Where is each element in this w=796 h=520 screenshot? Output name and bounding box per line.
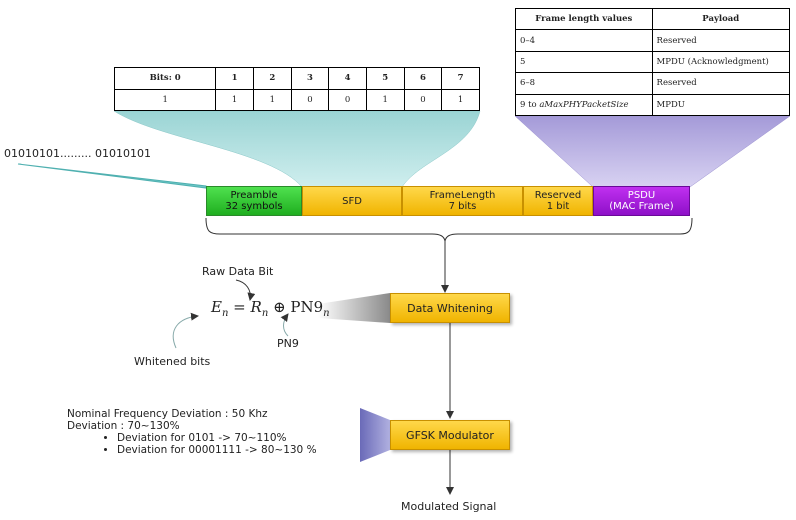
raw-bit-pointer [235,279,256,301]
bits-value-cell: 1 [215,88,254,111]
payload-value: MPDU (Acknowledgment) [651,50,791,74]
bits-header-cell: 1 [215,67,254,90]
frame-field-reserved: Reserved 1 bit [523,186,593,216]
frame-length-value: 0–4 [515,29,653,52]
bits-value-cell: 0 [290,88,330,111]
field-label: PSDU [627,190,656,201]
bits-value-cell: 0 [328,88,367,111]
frame-length-constant: aMaxPHYPacketSize [539,99,629,110]
bits-value-cell: 1 [441,88,480,111]
deviation-bullets: Deviation for 0101 -> 70~110% Deviation … [67,432,317,456]
bits-header-cell: Bits: 0 [113,67,217,90]
bits-header-cell: 6 [403,67,443,90]
bits-value-cell: 1 [252,88,292,111]
whitened-pointer [172,312,199,349]
frame-table-header: Payload [651,7,791,31]
preamble-bit-pattern: 01010101......... 01010101 [4,147,151,160]
bits-header-cell: 5 [365,67,405,90]
frame-callout-fan [514,115,791,188]
bits-value-row: 1 1 1 0 0 1 0 1 [113,88,480,111]
formula-lhs: E [211,298,222,316]
modulation-notes: Nominal Frequency Deviation : 50 Khz Dev… [67,408,317,456]
frame-table-row: 5 MPDU (Acknowledgment) [515,50,791,74]
frame-table-header-row: Frame length values Payload [515,7,791,31]
pn9-pointer [280,313,289,337]
frame-length-table: Frame length values Payload 0–4 Reserved… [515,7,791,117]
frame-length-value: 5 [515,50,653,74]
bits-header-cell: 7 [441,67,480,90]
gfsk-modulator-block: GFSK Modulator [390,420,510,450]
frame-field-framelength: FrameLength 7 bits [402,186,523,216]
formula-raw: R [250,298,262,316]
bits-value-cell: 1 [113,88,217,111]
deviation-range-note: Deviation : 70~130% [67,420,180,432]
frame-field-preamble: Preamble 32 symbols [206,186,302,216]
deviation-bullet: Deviation for 0101 -> 70~110% [117,432,317,444]
field-label: FrameLength [429,190,496,201]
whitened-bits-label: Whitened bits [134,355,211,368]
frame-table-row: 9 to aMaxPHYPacketSize MPDU [515,93,791,117]
payload-value: Reserved [651,72,791,95]
frame-field-psdu: PSDU (MAC Frame) [593,186,690,216]
frame-length-prefix: 9 to [520,99,540,110]
formula-pn9: PN9 [290,298,324,316]
bits-callout-fan [113,110,481,188]
field-label: SFD [342,195,362,207]
bits-header-cell: 4 [328,67,367,90]
formula-lhs-sub: n [221,308,229,319]
frame-table-row: 6–8 Reserved [515,72,791,95]
payload-value: Reserved [651,29,791,52]
frame-length-value: 6–8 [515,72,653,95]
formula-raw-sub: n [261,308,269,319]
frame-table-row: 0–4 Reserved [515,29,791,52]
bits-value-cell: 0 [403,88,443,111]
pn9-label: PN9 [277,337,299,350]
field-sublabel: 1 bit [546,201,570,212]
modulator-wedge [360,408,390,462]
raw-data-bit-label: Raw Data Bit [202,265,274,278]
formula-xor-operator: ⊕ [273,298,286,316]
deviation-bullet: Deviation for 00001111 -> 80~130 % [117,444,317,456]
data-whitening-block: Data Whitening [390,293,510,323]
whitening-wedge [318,293,390,323]
bits-header-row: Bits: 0 1 2 3 4 5 6 7 [113,67,480,90]
field-label: Preamble [230,190,278,201]
field-sublabel: 7 bits [448,201,477,212]
nominal-deviation-note: Nominal Frequency Deviation : 50 Khz [67,408,268,420]
frame-table-header: Frame length values [515,7,653,31]
whitening-formula: En = Rn ⊕ PN9n [211,298,330,319]
field-label: Reserved [534,190,582,201]
frame-brace [205,217,693,242]
payload-value: MPDU [651,93,791,117]
bits-header-cell: 3 [290,67,330,90]
formula-pn9-sub: n [323,308,330,319]
field-sublabel: (MAC Frame) [609,201,674,212]
bits-value-cell: 1 [365,88,405,111]
modulated-signal-label: Modulated Signal [401,500,497,513]
frame-field-sfd: SFD [302,186,402,216]
preamble-pointer [17,163,207,189]
bits-table: Bits: 0 1 2 3 4 5 6 7 1 1 1 0 0 1 0 1 [113,67,480,111]
field-sublabel: 32 symbols [225,201,283,212]
frame-length-value: 9 to aMaxPHYPacketSize [515,93,653,117]
bits-header-cell: 2 [252,67,292,90]
